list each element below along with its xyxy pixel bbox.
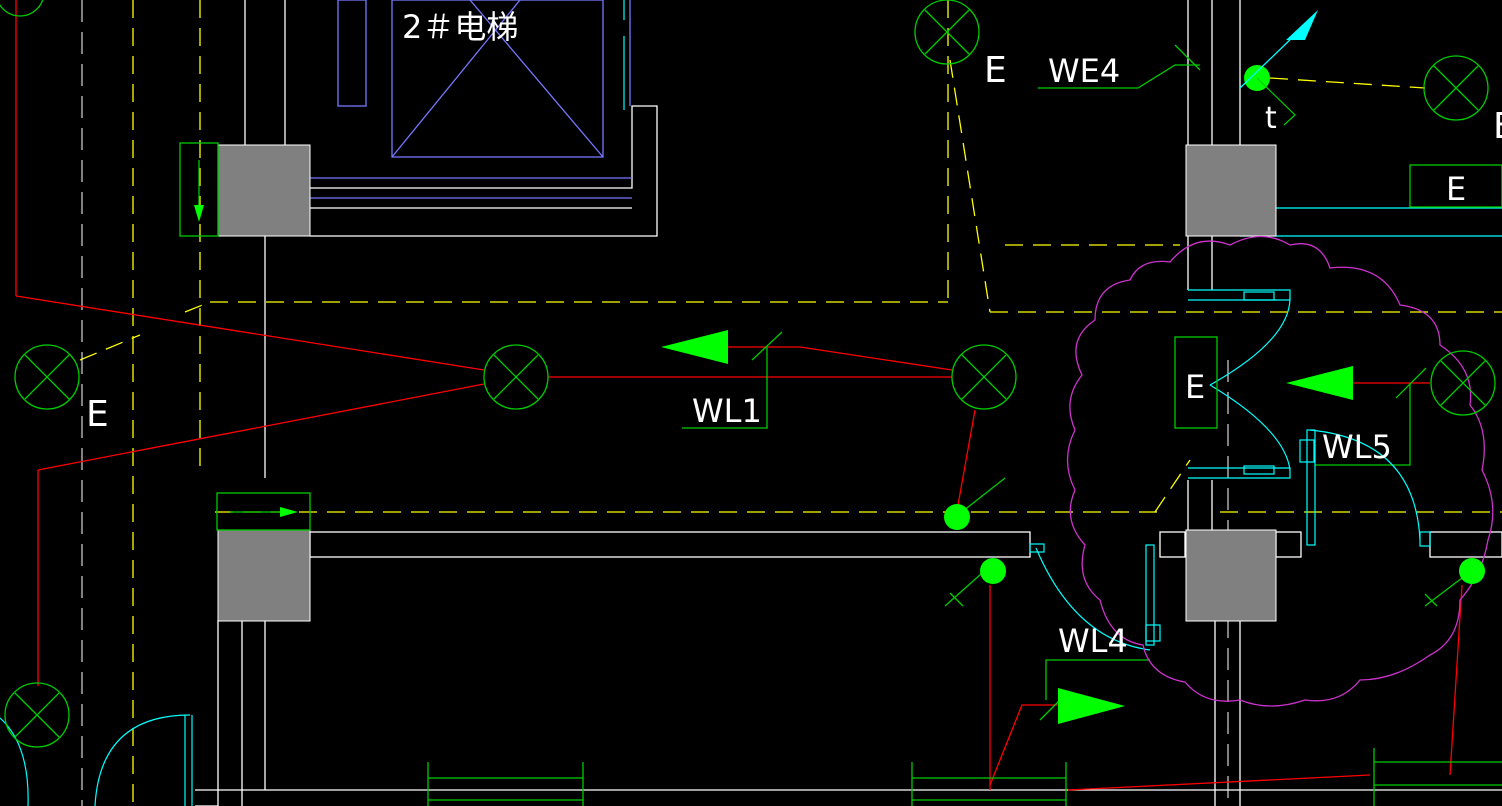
switch-icon xyxy=(944,504,970,530)
t-leader xyxy=(1256,77,1296,126)
light-fixture-icon xyxy=(0,0,44,17)
light-fixture-icon xyxy=(1430,350,1496,416)
arrow-left-icon xyxy=(661,330,728,364)
light-fixture-icon xyxy=(483,344,549,410)
column-2 xyxy=(217,529,311,622)
column-4 xyxy=(1185,529,1277,622)
switch-icon xyxy=(980,558,1006,584)
circuit-label-wl5: WL5 xyxy=(1322,428,1392,466)
arrow-right-icon xyxy=(280,507,298,517)
light-fixture-icon xyxy=(4,682,70,748)
dashed-grid-lines xyxy=(79,0,1502,806)
elevator-label: 2＃电梯 xyxy=(402,8,518,46)
emergency-label: E xyxy=(1493,106,1502,147)
cyan-wall-marks xyxy=(623,0,1502,237)
emergency-label: E xyxy=(984,50,1007,91)
distribution-panels xyxy=(427,748,1502,806)
exit-signs xyxy=(179,142,1218,531)
cyan-direction-leader xyxy=(1239,34,1296,89)
arrow-left-icon xyxy=(1286,366,1353,400)
column-3 xyxy=(1185,144,1277,237)
building-walls xyxy=(195,0,1502,806)
column-1 xyxy=(217,144,311,237)
circuit-label-wl4: WL4 xyxy=(1058,622,1128,660)
exit-sign-right xyxy=(216,492,311,531)
red-wiring xyxy=(15,0,1463,791)
structural-columns xyxy=(217,144,1277,622)
revision-cloud xyxy=(1066,235,1494,707)
switch-icon xyxy=(1459,558,1485,584)
direction-arrow-icon xyxy=(1286,10,1318,40)
light-fixture-icon xyxy=(1423,55,1489,121)
exit-sign-e xyxy=(1174,336,1218,429)
light-fixture-icon xyxy=(914,0,980,65)
misc-label-t: t xyxy=(1265,101,1277,136)
emergency-label: E xyxy=(1185,368,1205,406)
exit-arrows xyxy=(194,10,1353,724)
arrow-right-icon xyxy=(1058,688,1125,724)
arrow-down-icon xyxy=(194,205,204,222)
green-wiring xyxy=(427,44,1502,806)
light-fixture-icon xyxy=(14,344,80,410)
light-fixtures xyxy=(0,0,1496,748)
white-dashed-lines xyxy=(81,0,1229,806)
emergency-label: E xyxy=(1446,170,1466,208)
exit-sign-down xyxy=(179,142,219,237)
emergency-label: E xyxy=(86,394,109,435)
circuit-label-wl1: WL1 xyxy=(692,392,762,430)
switches xyxy=(944,65,1485,584)
circuit-label-we4: WE4 xyxy=(1048,52,1120,90)
elevator-shaft xyxy=(310,0,632,199)
light-fixture-icon xyxy=(951,344,1017,410)
